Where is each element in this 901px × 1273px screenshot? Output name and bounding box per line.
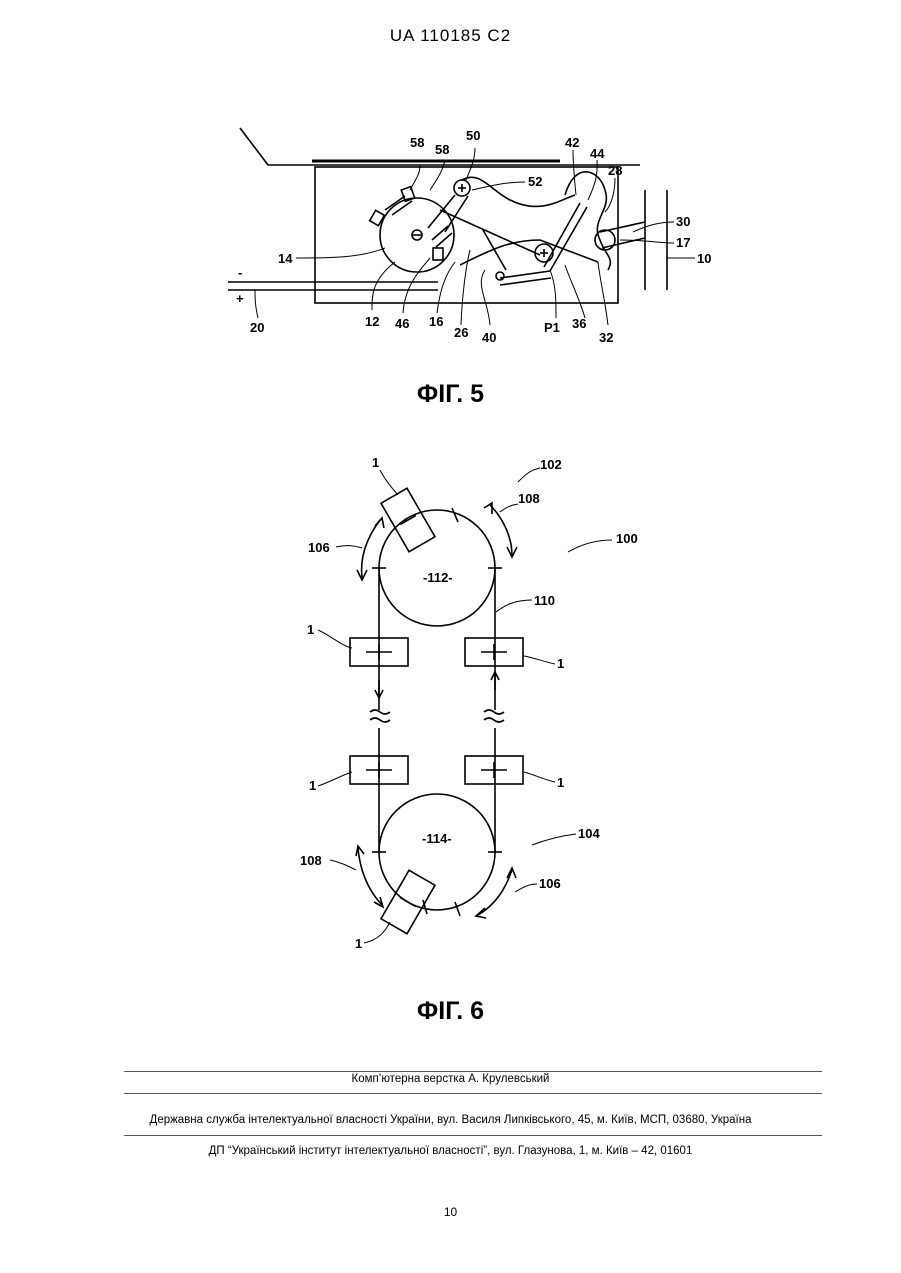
label-106-top: 106 xyxy=(308,540,330,555)
footer-institute: ДП “Український інститут інтелектуальної… xyxy=(0,1145,901,1157)
label-1-right-upper: 1 xyxy=(557,656,564,671)
label-114: -114- xyxy=(422,831,452,846)
label-112: -112- xyxy=(423,570,453,585)
label-1-top: 1 xyxy=(372,455,379,470)
label-108-top: 108 xyxy=(518,491,540,506)
label-1-left-lower: 1 xyxy=(309,778,316,793)
figure-6-caption: ФІГ. 6 xyxy=(0,997,901,1026)
footer-rule-1 xyxy=(124,1071,822,1072)
page-number: 10 xyxy=(0,1205,901,1219)
footer-rule-2 xyxy=(124,1093,822,1094)
label-100: 100 xyxy=(616,531,638,546)
footer-typesetter: Комп’ютерна верстка А. Крулевський xyxy=(0,1073,901,1085)
label-110: 110 xyxy=(534,593,555,608)
label-1-right-lower: 1 xyxy=(557,775,564,790)
label-104: 104 xyxy=(578,826,600,841)
label-106-bottom: 106 xyxy=(539,876,561,891)
label-1-bottom: 1 xyxy=(355,936,362,951)
footer-agency: Державна служба інтелектуальної власност… xyxy=(0,1114,901,1126)
label-102: 102 xyxy=(540,457,562,472)
footer-rule-3 xyxy=(124,1135,822,1136)
label-1-left-upper: 1 xyxy=(307,622,314,637)
label-108-bottom: 108 xyxy=(300,853,322,868)
